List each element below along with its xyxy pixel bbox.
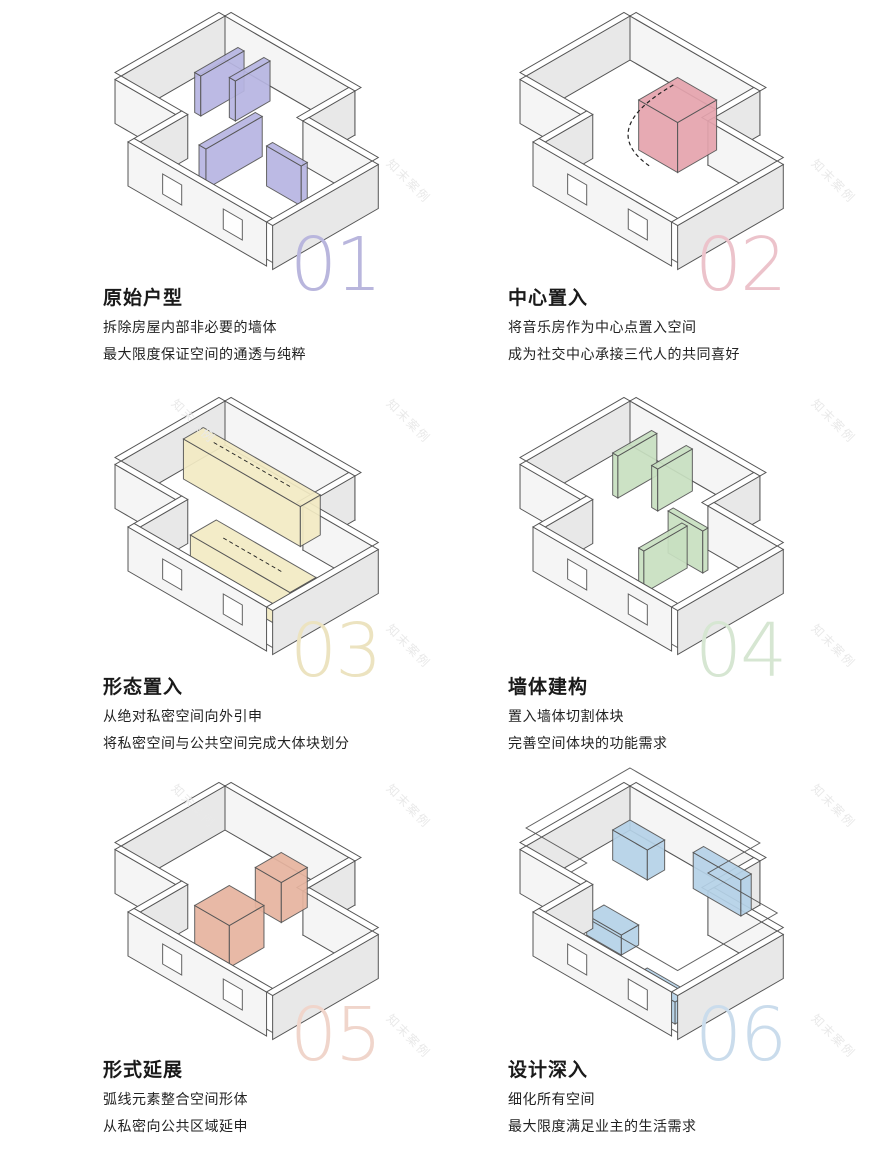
- step-number: 04: [695, 608, 787, 694]
- wall-north-top: [224, 396, 362, 477]
- step-description-line: 最大限度满足业主的生活需求: [508, 1119, 697, 1135]
- partition-a-lid: [193, 46, 246, 77]
- new-wall-b-lid: [650, 444, 694, 470]
- wall-east-upper-top: [295, 86, 356, 122]
- step-title: 形态置入: [103, 676, 184, 698]
- window-1: [627, 208, 648, 241]
- wall-west-top: [519, 11, 631, 77]
- furniture-b-lid: [692, 845, 753, 881]
- step-title: 墙体建构: [508, 676, 589, 698]
- step-number: 05: [290, 992, 382, 1078]
- new-wall-b-front: [651, 464, 659, 512]
- music-room-volume-lid: [637, 76, 718, 124]
- step-description-line: 将私密空间与公共空间完成大体块划分: [103, 736, 350, 752]
- wall-west-top: [114, 781, 226, 847]
- wall-west-top: [519, 396, 631, 462]
- wall-west-top: [114, 396, 226, 462]
- window-0: [567, 558, 588, 591]
- direction-arrow-upper: [211, 441, 291, 487]
- window-1: [627, 978, 648, 1011]
- step-number: 06: [695, 992, 787, 1078]
- wall-west-top: [519, 781, 631, 847]
- step-description-line: 最大限度保证空间的通透与纯粹: [103, 347, 306, 363]
- wall-west-top: [114, 11, 226, 77]
- arc-volume-lower-lid: [193, 884, 265, 927]
- private-volume-lower-lid: [189, 519, 317, 594]
- wall-east-top: [670, 545, 785, 612]
- step-title: 形式延展: [103, 1059, 184, 1081]
- step-description-line: 从绝对私密空间向外引申: [103, 709, 263, 725]
- step-description-line: 弧线元素整合空间形体: [103, 1092, 248, 1108]
- window-0: [162, 943, 183, 976]
- window-0: [567, 943, 588, 976]
- wall-east-top: [265, 160, 380, 227]
- partition-b-front: [228, 76, 236, 122]
- wall-north-top: [629, 396, 767, 477]
- window-0: [162, 173, 183, 206]
- wall-north-top: [224, 11, 362, 92]
- wall-east-top: [265, 930, 380, 997]
- new-wall-d-lid: [637, 522, 689, 552]
- partition-c-lid: [198, 111, 264, 150]
- step-number: 03: [290, 608, 382, 694]
- window-1: [222, 208, 243, 241]
- window-1: [222, 978, 243, 1011]
- window-1: [222, 593, 243, 626]
- wall-east-top: [670, 160, 785, 227]
- wall-east-top: [670, 930, 785, 997]
- step-title: 中心置入: [508, 287, 589, 309]
- ceiling-outline: [525, 767, 779, 972]
- step-description-line: 从私密向公共区域延申: [103, 1119, 248, 1135]
- new-wall-c-side: [702, 527, 709, 574]
- new-wall-a-front: [612, 452, 619, 499]
- step-number: 01: [290, 222, 382, 308]
- wall-north-top: [629, 781, 767, 862]
- step-description-line: 细化所有空间: [508, 1092, 595, 1108]
- wall-north-lower-top: [301, 116, 380, 162]
- furniture-a-lid: [611, 819, 666, 851]
- private-volume-upper-lid: [182, 426, 322, 508]
- window-0: [162, 558, 183, 591]
- arc-volume-upper-lid: [254, 851, 309, 884]
- step-description-line: 成为社交中心承接三代人的共同喜好: [508, 347, 740, 363]
- rotation-arrow: [627, 84, 674, 168]
- step-title: 原始户型: [103, 287, 184, 309]
- new-wall-c-lid: [667, 507, 709, 532]
- wall-north-lower-top: [706, 501, 785, 547]
- wall-north-top: [224, 781, 362, 862]
- wall-east-top: [265, 545, 380, 612]
- step-number: 02: [695, 222, 787, 308]
- step-description-line: 拆除房屋内部非必要的墙体: [103, 320, 277, 336]
- window-0: [567, 173, 588, 206]
- step-description-line: 将音乐房作为中心点置入空间: [508, 320, 697, 336]
- wall-north-top: [629, 11, 767, 92]
- step-description-line: 完善空间体块的功能需求: [508, 736, 668, 752]
- partition-d-lid: [265, 141, 309, 167]
- window-1: [627, 593, 648, 626]
- new-wall-a-lid: [611, 429, 658, 457]
- step-title: 设计深入: [508, 1059, 589, 1081]
- partition-b-lid: [228, 56, 272, 82]
- step-description-line: 置入墙体切割体块: [508, 709, 624, 725]
- wall-east-upper-top: [700, 471, 761, 507]
- partition-a-front: [194, 71, 202, 117]
- direction-arrow-lower: [220, 536, 282, 572]
